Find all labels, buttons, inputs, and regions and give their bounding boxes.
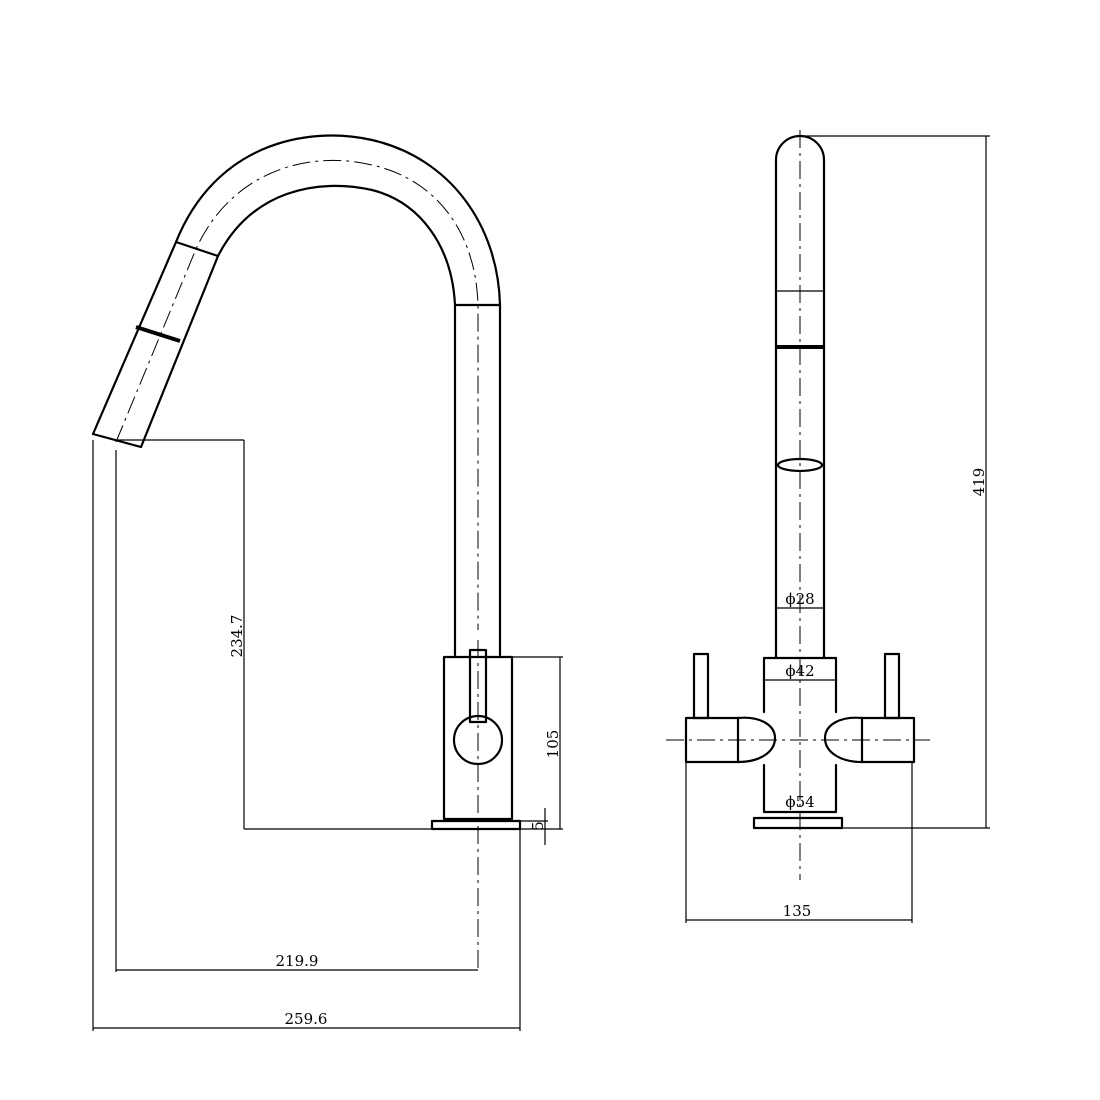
dim-spout-reach-label: 219.9	[276, 952, 319, 970]
front-base-plate	[752, 816, 844, 830]
dim-base-diameter-label: ϕ54	[785, 793, 814, 811]
dim-spout-height-label: 234.7	[228, 615, 246, 658]
spout-inner-curve	[139, 184, 457, 657]
dim-spout-diameter-label: ϕ28	[785, 590, 814, 608]
front-right-lever	[883, 652, 901, 720]
dim-base-label: 5	[529, 821, 547, 831]
side-base-plate	[430, 819, 522, 831]
dim-overall-width-label: 135	[783, 902, 812, 920]
spout-band-middle	[135, 325, 181, 343]
dim-body-diameter-label: ϕ42	[785, 662, 814, 680]
dim-overall-reach-label: 259.6	[285, 1010, 328, 1028]
dim-overall-height-label: 419	[970, 468, 988, 497]
spout-band-upper	[174, 240, 220, 258]
dim-body-height-label: 105	[544, 730, 562, 759]
spout-tip-line	[91, 432, 143, 449]
front-right-handle	[823, 716, 916, 764]
front-left-lever	[692, 652, 710, 720]
side-view: 234.7 105 5 219.9 259.6	[91, 134, 563, 1031]
spout-centerline	[115, 159, 479, 630]
front-left-handle	[684, 716, 777, 764]
spout-outer-curve	[91, 134, 502, 657]
front-view: ϕ28 ϕ42 ϕ54 419 135	[666, 130, 990, 923]
